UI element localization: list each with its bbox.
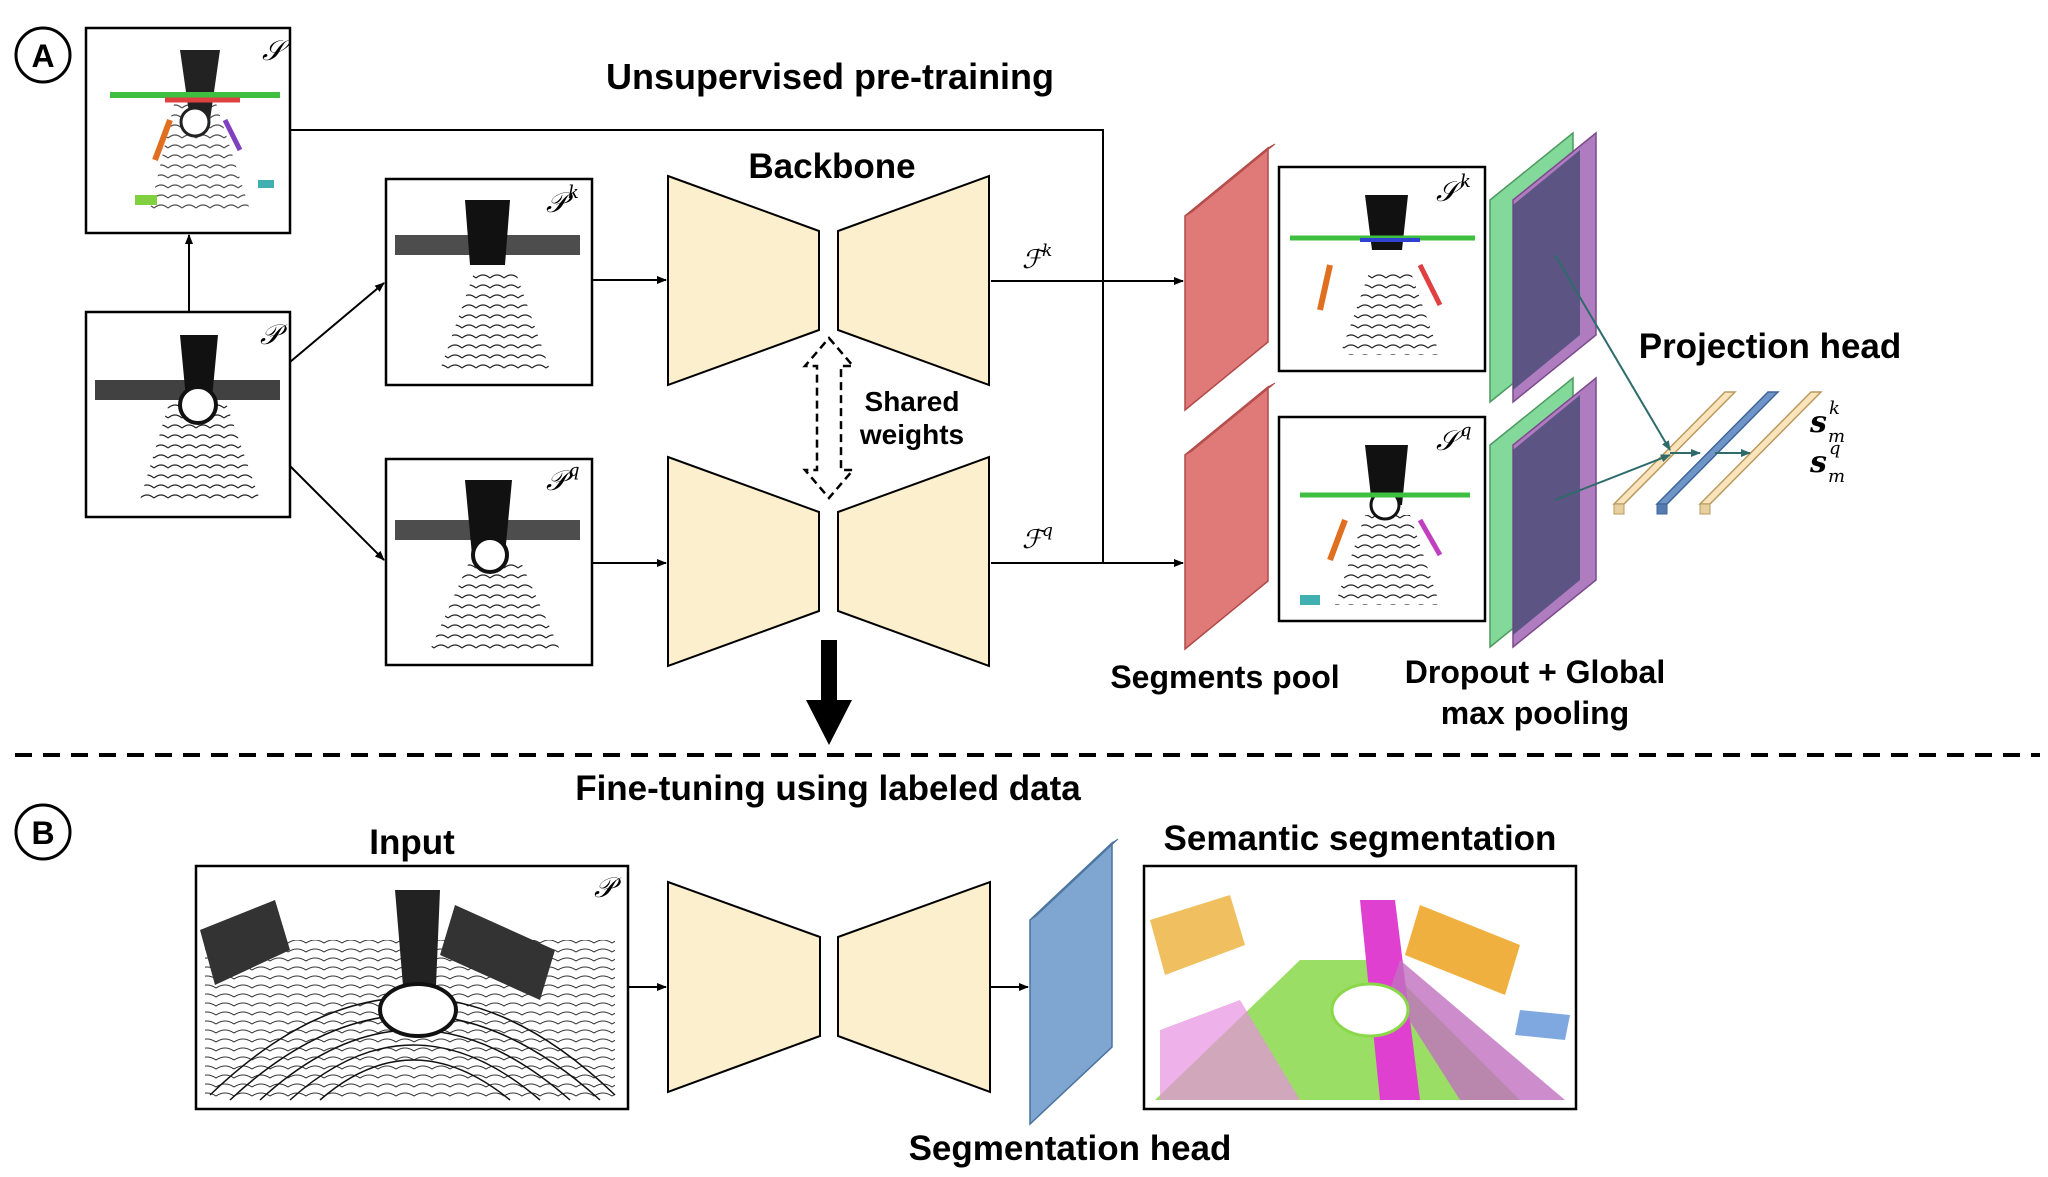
svg-text:B: B (31, 815, 54, 851)
shared-weights-arrow (802, 336, 856, 500)
segments-pool-label: Segments pool (1110, 659, 1339, 695)
segmentation-head-label: Segmentation head (909, 1129, 1232, 1168)
segments-pool-upper (1184, 143, 1276, 412)
svg-text:m: m (1828, 466, 1845, 487)
dropout-lower (1489, 376, 1597, 649)
section-a-title: Unsupervised pre-training (606, 56, 1054, 97)
feature-label-fq: ℱ q (1022, 521, 1053, 555)
output-label-smq: s m q (1809, 438, 1845, 487)
svg-text:k: k (1042, 241, 1052, 261)
svg-text:q: q (568, 460, 580, 481)
projection-head-bars (1612, 391, 1823, 515)
svg-text:k: k (1460, 171, 1471, 192)
svg-text:s: s (1809, 405, 1827, 440)
connectors-a (185, 129, 1184, 567)
svg-text:A: A (31, 38, 54, 74)
svg-text:q: q (1460, 420, 1472, 441)
backbone-finetune (667, 880, 991, 1094)
down-arrow (806, 640, 852, 745)
feature-label-fk: ℱ k (1022, 241, 1052, 275)
point-cloud-thumbnail-pq: 𝒫 q (384, 457, 594, 667)
segments-pool-lower (1184, 382, 1276, 651)
point-cloud-thumbnail-p: 𝒫 (84, 310, 292, 519)
svg-text:q: q (1042, 521, 1053, 541)
output-label-smk: s m k (1809, 398, 1845, 447)
input-label: Input (369, 823, 455, 862)
svg-text:q: q (1829, 438, 1841, 459)
backbone-upper (667, 174, 990, 387)
svg-text:k: k (1829, 398, 1840, 419)
projection-head-arrows (1554, 254, 1751, 501)
shared-weights-label-2: weights (859, 419, 964, 450)
segments-thumbnail-s: 𝒮 (84, 26, 292, 235)
segments-thumbnail-sq: 𝒮 q (1277, 415, 1487, 623)
segments-thumbnail-sk: 𝒮 k (1277, 165, 1487, 373)
svg-text:k: k (568, 182, 579, 203)
dropout-label-1: Dropout + Global (1405, 654, 1665, 690)
dropout-label-2: max pooling (1441, 695, 1629, 731)
section-b-title: Fine-tuning using labeled data (575, 769, 1081, 808)
svg-text:s: s (1809, 445, 1827, 480)
backbone-lower (667, 455, 990, 668)
dropout-upper (1489, 131, 1597, 404)
input-point-cloud: 𝒫 (194, 864, 630, 1111)
section-b-badge: B (14, 803, 72, 861)
section-a-badge: A (14, 26, 72, 84)
segmentation-head-slab (1029, 838, 1119, 1126)
projection-head-label: Projection head (1639, 327, 1902, 366)
svg-text:m: m (1828, 426, 1845, 447)
semantic-segmentation-label: Semantic segmentation (1164, 819, 1557, 858)
point-cloud-thumbnail-pk: 𝒫 k (384, 177, 594, 387)
semantic-segmentation-output (1142, 864, 1578, 1111)
backbone-label: Backbone (748, 147, 915, 186)
shared-weights-label-1: Shared (865, 386, 960, 417)
